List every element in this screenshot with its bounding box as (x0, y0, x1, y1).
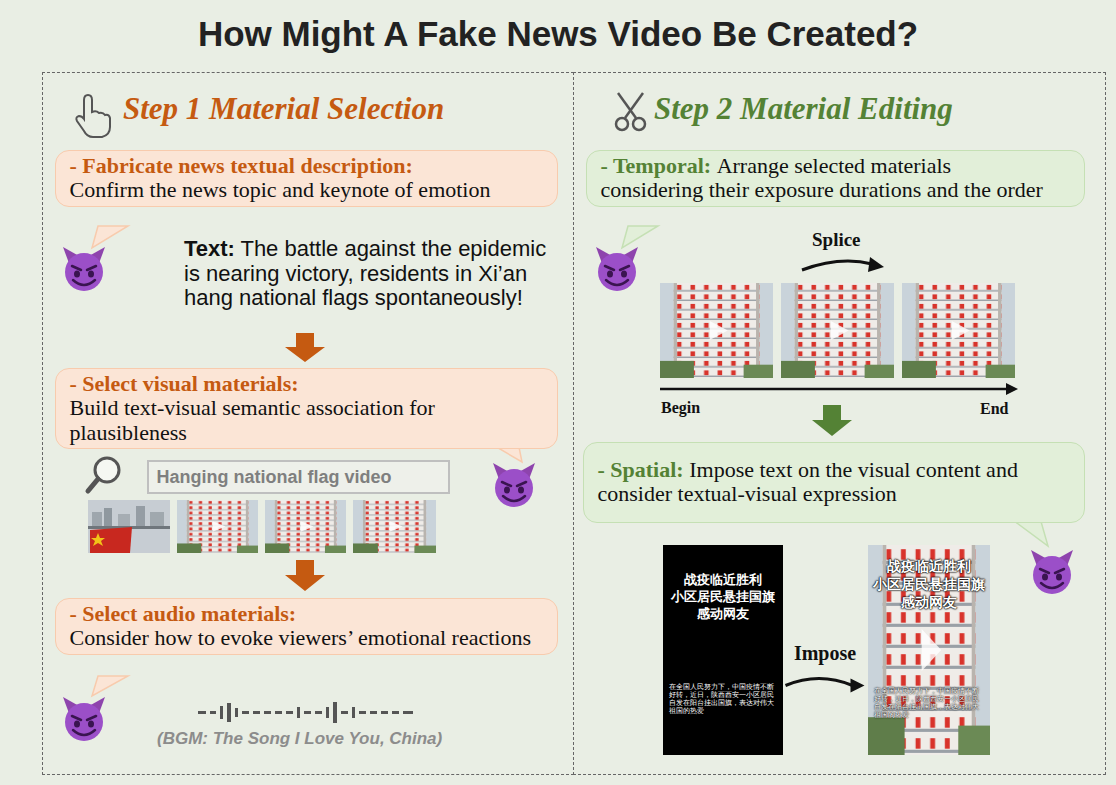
bubble-body: Build text-visual semantic association f… (70, 396, 545, 445)
building-thumbnail (781, 283, 894, 378)
overlay-title: 战疫临近胜利 小区居民悬挂国旗 感动网友 (666, 571, 780, 622)
search-box: Hanging national flag video (147, 460, 450, 494)
edge-label-text: Impose (794, 642, 856, 664)
bgm-caption-text: (BGM: The Song I Love You, China) (157, 729, 442, 748)
video-frame: 战疫临近胜利 小区居民悬挂国旗 感动网友在全国人民努力下，中国疫情不断好转，近日… (868, 545, 990, 755)
bubble-heading: - Select audio materials: (70, 602, 545, 627)
timeline-begin: Begin (661, 399, 700, 417)
bubble-heading: - Spatial: (598, 457, 684, 482)
speech-bubble: - Select visual materials:Build text-vis… (55, 368, 558, 450)
splice-arrowhead (868, 257, 884, 272)
devil-icon (596, 247, 638, 291)
page-title: How Might A Fake News Video Be Created? (0, 14, 1116, 54)
step-panel: Step 2 Material Editing - Temporal:Arrang… (573, 72, 1106, 775)
timeline-end: End (980, 400, 1008, 418)
news-text: The battle against the epidemic is neari… (184, 236, 546, 310)
connector (786, 679, 865, 693)
panel-heading: Step 2 Material Editing (654, 91, 1105, 127)
speech-bubble: - Select audio materials:Consider how to… (55, 598, 558, 655)
speech-bubble: - Spatial:Impose text on the visual cont… (583, 442, 1085, 523)
building-thumbnail (177, 500, 258, 553)
scissors-icon (616, 93, 645, 130)
speech-bubble: - Fabricate news textual description:Con… (55, 150, 558, 207)
connector-line (786, 679, 853, 686)
down-arrow (285, 560, 325, 591)
building-thumbnail (902, 283, 1015, 378)
panel-heading: Step 1 Material Selection (123, 91, 573, 127)
bubble-heading: - Select visual materials: (70, 372, 545, 397)
bubble-tail (622, 226, 658, 248)
devil-icon (1031, 550, 1073, 594)
bubble-body: Consider how to evoke viewers’ emotional… (70, 626, 545, 651)
overlay-title: 战疫临近胜利 小区居民悬挂国旗 感动网友 (871, 557, 987, 611)
timeline-arrowhead (1006, 383, 1018, 395)
text-block: Text:The battle against the epidemic is … (184, 237, 556, 311)
city-flag-thumbnail (88, 500, 170, 553)
building-thumbnail (353, 500, 436, 553)
hand-icon (76, 95, 110, 137)
bubble-heading: - Temporal: (601, 153, 712, 178)
devil-icon (63, 697, 105, 741)
devil-icon (63, 247, 105, 291)
text-prefix: Text: (184, 236, 235, 261)
bubble-heading: - Fabricate news textual description: (70, 154, 545, 179)
magnifier-icon (88, 458, 119, 491)
bubble-tail (92, 226, 128, 248)
bubble-tail (92, 676, 128, 696)
building-thumbnail (265, 500, 346, 553)
search-query: Hanging national flag video (157, 467, 392, 487)
speech-bubble: - Temporal:Arrange selected materials co… (586, 150, 1085, 207)
bubble-body: Confirm the news topic and keynote of em… (70, 178, 545, 203)
step-panel: Step 1 Material Selection - Fabricate new… (42, 72, 574, 775)
timeline-label: Begin (661, 399, 700, 416)
black-text-card: 战疫临近胜利 小区居民悬挂国旗 感动网友在全国人民努力下，中国疫情不断好转，近日… (663, 545, 783, 755)
down-arrow (812, 405, 852, 436)
bgm-caption: (BGM: The Song I Love You, China) (157, 729, 442, 749)
edge-label: Impose (794, 642, 856, 665)
splice-label: Splice (812, 229, 861, 251)
arrowhead (851, 679, 865, 693)
splice-arrow (802, 261, 872, 270)
bubble-line: - Spatial:Impose text on the visual cont… (598, 458, 1072, 507)
timeline-axis (660, 388, 1008, 391)
down-arrow (285, 333, 325, 362)
timeline-label: End (980, 400, 1008, 417)
devil-icon (493, 463, 535, 507)
audio-waveform (198, 702, 413, 723)
building-thumbnail (660, 283, 773, 378)
overlay-body: 在全国人民努力下，中国疫情不断好转，近日，陕西西安一小区居民自发在阳台挂出国旗，… (666, 683, 780, 715)
bubble-line: - Temporal:Arrange selected materials co… (601, 154, 1056, 203)
overlay-body: 在全国人民努力下，中国疫情不断好转，近日，陕西西安一小区居民自发在阳台挂出国旗，… (871, 687, 987, 719)
building-photo (868, 545, 990, 755)
splice-label-text: Splice (812, 229, 861, 250)
